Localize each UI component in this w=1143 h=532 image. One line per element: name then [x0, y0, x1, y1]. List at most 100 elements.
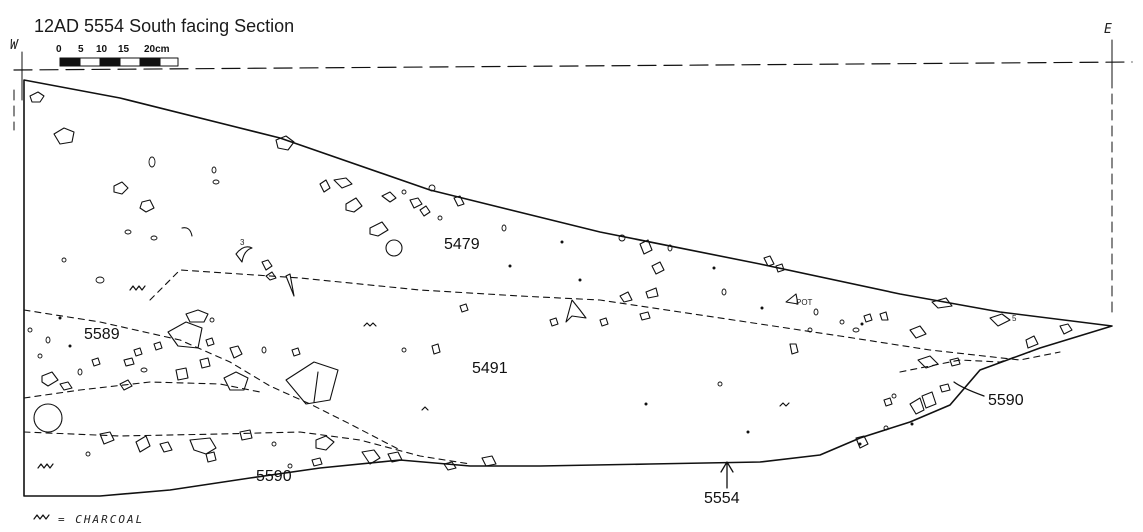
stone — [949, 357, 961, 367]
charcoal-mark — [779, 402, 790, 407]
pebble — [717, 381, 723, 387]
stone — [387, 451, 403, 463]
pebble — [883, 425, 889, 431]
stone — [939, 383, 951, 393]
stone — [619, 291, 633, 303]
pebble — [839, 319, 845, 325]
stone — [235, 246, 253, 263]
pebble — [211, 166, 217, 174]
fleck — [746, 430, 750, 434]
stone — [775, 263, 785, 273]
pebble — [428, 184, 436, 192]
fleck — [578, 278, 582, 282]
scale-label: 0 — [56, 44, 62, 55]
scale-label: 5 — [78, 44, 84, 55]
stone — [239, 429, 253, 441]
cut-arrow — [720, 461, 734, 489]
stone — [381, 191, 397, 203]
pebbles — [27, 156, 897, 469]
pebble — [95, 276, 105, 284]
context-label-5491: 5491 — [472, 360, 508, 377]
datum-line — [13, 61, 1133, 71]
pebble — [401, 347, 407, 353]
stone — [789, 343, 799, 355]
boundary-5590-upper — [23, 431, 471, 465]
context-boundaries — [23, 269, 1061, 465]
fleck — [58, 316, 62, 320]
page-title: 12AD 5554 South facing Section — [34, 16, 295, 36]
fleck — [858, 442, 862, 446]
stone — [261, 259, 273, 271]
pebble — [140, 367, 148, 373]
stone — [185, 309, 209, 323]
stone — [863, 313, 873, 323]
stone — [133, 347, 143, 357]
pebble — [148, 156, 156, 168]
section-outline — [23, 79, 1113, 497]
context-label-5589: 5589 — [84, 326, 120, 343]
stone — [135, 435, 151, 453]
stone — [879, 311, 889, 321]
stone — [565, 299, 587, 323]
charcoal-mark — [421, 406, 429, 411]
stone — [53, 127, 75, 145]
dark-flecks — [58, 240, 914, 446]
stone — [265, 271, 277, 281]
fleck — [712, 266, 716, 270]
stone — [205, 451, 217, 463]
fleck — [644, 402, 648, 406]
stone — [909, 325, 927, 339]
context-label-5590-east: 5590 — [988, 392, 1024, 409]
pebble — [807, 327, 813, 333]
boundary-5589-top — [23, 309, 401, 451]
stone — [481, 455, 497, 467]
stone — [123, 357, 135, 367]
stone — [931, 297, 953, 309]
stone — [883, 397, 893, 407]
pebble — [618, 234, 626, 242]
stone — [459, 303, 469, 313]
pebble — [501, 224, 507, 232]
stone — [223, 371, 249, 391]
pebble — [271, 441, 277, 447]
pebble — [667, 244, 673, 252]
pebble — [37, 353, 43, 359]
stone — [99, 431, 115, 445]
charcoal-mark — [37, 463, 54, 469]
stone — [291, 347, 301, 357]
stone — [181, 227, 193, 237]
legend-charcoal-text: = CHARCOAL — [58, 513, 145, 526]
stone — [139, 199, 155, 213]
pebble — [77, 368, 83, 376]
pebble — [209, 317, 215, 323]
stone — [159, 441, 173, 453]
small-annotation: 3 — [240, 238, 245, 247]
stone — [113, 181, 129, 195]
pebble — [61, 257, 67, 263]
east-label: E — [1104, 22, 1114, 37]
context-label-cut-5554: 5554 — [704, 490, 740, 507]
stone — [285, 273, 295, 297]
context-5590-east-leader — [953, 381, 985, 397]
stone — [33, 403, 63, 433]
stone — [1059, 323, 1073, 335]
stone — [275, 135, 295, 151]
stone — [153, 341, 163, 351]
scale-label: 20cm — [144, 44, 170, 55]
stone — [419, 205, 431, 217]
scale-label: 10 — [96, 44, 108, 55]
pebble — [85, 451, 91, 457]
stone — [917, 355, 939, 369]
stone — [431, 343, 441, 355]
stone — [989, 313, 1011, 327]
pot-annotation: POT — [796, 298, 813, 307]
stone — [361, 449, 381, 465]
pebble — [212, 179, 220, 185]
stone — [345, 197, 363, 213]
stone — [119, 379, 133, 391]
stone — [921, 391, 937, 409]
pebble — [124, 229, 132, 235]
context-label-5590-west: 5590 — [256, 468, 292, 485]
context-label-5479: 5479 — [444, 236, 480, 253]
